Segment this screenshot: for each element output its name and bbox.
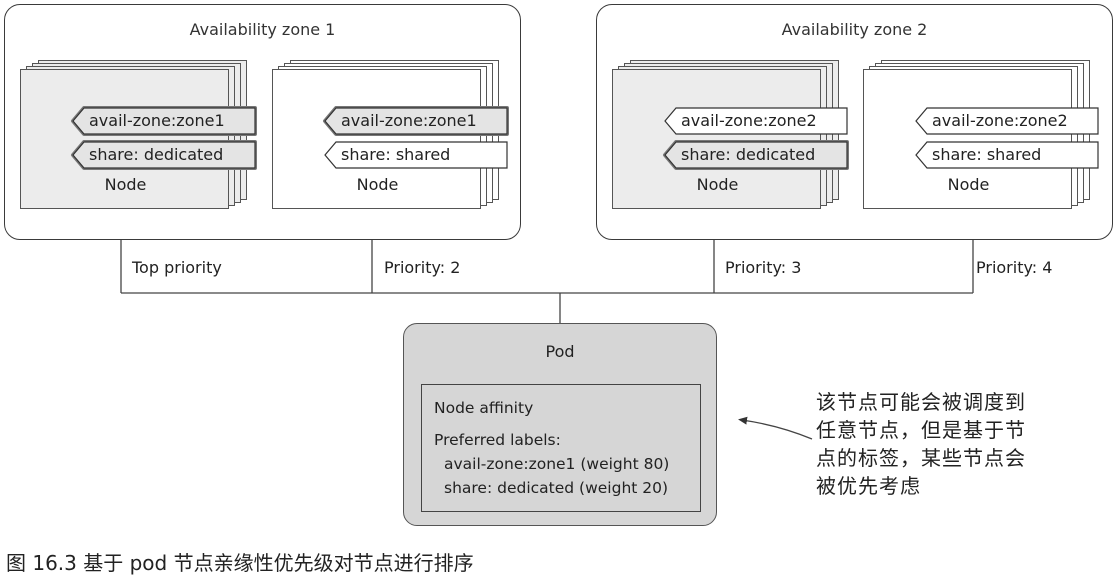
label-tag: avail-zone:zone1 (71, 106, 257, 136)
label-tag: share: shared (324, 141, 508, 169)
tag-shape (71, 140, 257, 170)
tag-outline (664, 141, 848, 169)
node-stack: Node avail-zone:zone1 share: shared (272, 60, 509, 210)
node-affinity-box: Node affinity Preferred labels: avail-zo… (421, 384, 701, 512)
priority-label-2: Priority: 2 (384, 258, 461, 277)
tag-text: avail-zone:zone1 (341, 111, 477, 130)
annotation-line-1: 该节点可能会被调度到 (816, 390, 1026, 414)
tag-text: share: shared (341, 145, 451, 164)
tag-shape (915, 107, 1099, 135)
label-tag: share: shared (915, 141, 1099, 169)
label-tag: avail-zone:zone1 (323, 106, 509, 136)
node-label: Node (356, 175, 399, 194)
priority-label-4: Priority: 4 (976, 258, 1053, 277)
priority-label-top: Top priority (132, 258, 222, 277)
label-tag: share: dedicated (71, 140, 257, 170)
label-tag: avail-zone:zone2 (915, 107, 1099, 135)
node-card: Node (612, 69, 821, 209)
tag-outline (72, 141, 256, 169)
tag-outline (324, 141, 508, 169)
annotation-line-2: 任意节点，但是基于节 (816, 418, 1026, 442)
tag-text: share: shared (932, 145, 1042, 164)
node-card: Node (20, 69, 229, 209)
zone-title: Availability zone 1 (189, 20, 336, 39)
priority-label-3: Priority: 3 (725, 258, 802, 277)
node-stack: Node avail-zone:zone2 share: dedicated (612, 60, 849, 210)
tag-text: share: dedicated (681, 145, 816, 164)
annotation-line-3: 点的标签，某些节点会 (816, 446, 1026, 470)
annotation-arrow (738, 416, 813, 440)
figure-caption: 图 16.3 基于 pod 节点亲缘性优先级对节点进行排序 (6, 551, 474, 575)
tag-shape (323, 106, 509, 136)
tag-text: share: dedicated (89, 145, 224, 164)
tag-shape (71, 106, 257, 136)
tag-shape (915, 141, 1099, 169)
preferred-label-2: share: dedicated (weight 20) (444, 479, 669, 497)
zone-title: Availability zone 2 (781, 20, 928, 39)
tag-outline (324, 107, 508, 135)
preferred-label-1: avail-zone:zone1 (weight 80) (444, 455, 670, 473)
node-stack: Node avail-zone:zone1 share: dedicated (20, 60, 257, 210)
label-tag: share: dedicated (663, 140, 849, 170)
annotation-line-4: 被优先考虑 (816, 474, 921, 498)
annotation-text: 该节点可能会被调度到 任意节点，但是基于节 点的标签，某些节点会 被优先考虑 (816, 388, 1026, 500)
node-label: Node (104, 175, 147, 194)
tag-outline (915, 141, 1099, 169)
node-card: Node (863, 69, 1072, 209)
node-card: Node (272, 69, 481, 209)
preferred-labels-title: Preferred labels: (434, 431, 561, 449)
tag-outline (72, 107, 256, 135)
tag-text: avail-zone:zone2 (681, 111, 817, 130)
tag-shape (324, 141, 508, 169)
tag-text: avail-zone:zone1 (89, 111, 225, 130)
tag-shape (663, 140, 849, 170)
node-label: Node (947, 175, 990, 194)
node-label: Node (696, 175, 739, 194)
tag-outline (915, 107, 1099, 135)
affinity-title: Node affinity (434, 399, 534, 417)
label-tag: avail-zone:zone2 (664, 107, 848, 135)
tag-outline (664, 107, 848, 135)
tag-shape (664, 107, 848, 135)
node-stack: Node avail-zone:zone2 share: shared (863, 60, 1099, 210)
pod-box: Pod Node affinity Preferred labels: avai… (403, 323, 717, 526)
tag-text: avail-zone:zone2 (932, 111, 1068, 130)
pod-title: Pod (545, 342, 575, 361)
